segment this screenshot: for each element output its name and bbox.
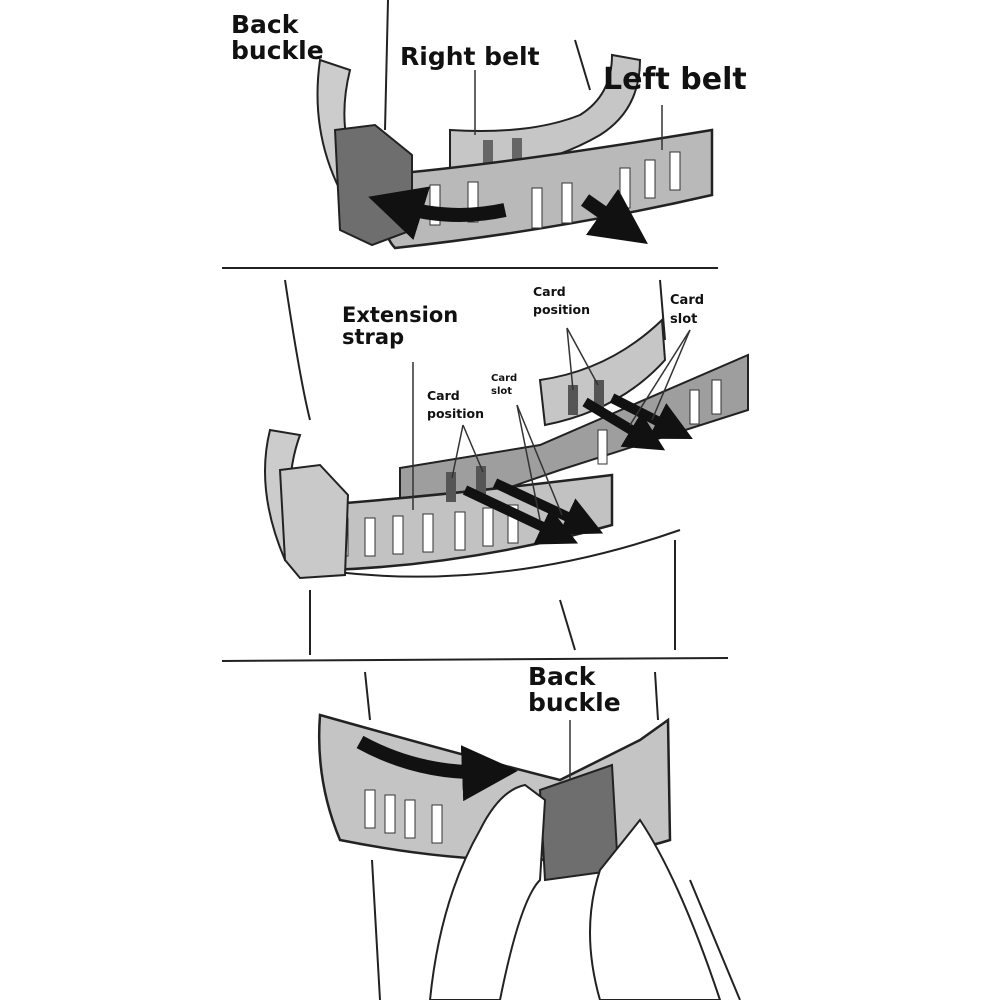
panel-2 xyxy=(264,279,749,655)
torso-outline xyxy=(284,279,676,655)
card-clips xyxy=(446,380,604,502)
label-card-position-upper: Card position xyxy=(533,284,591,318)
left-belt-slots xyxy=(429,151,681,229)
leader-lines xyxy=(412,327,691,521)
divider-2 xyxy=(221,657,729,662)
right-hand xyxy=(589,818,722,1000)
back-buckle xyxy=(278,463,350,580)
label-back-buckle-bottom: Back buckle xyxy=(528,662,621,718)
leader-lines xyxy=(474,70,663,150)
label-left-belt: Left belt xyxy=(603,62,747,97)
label-card-slot-upper: Card slot xyxy=(670,293,705,327)
belt-slots xyxy=(364,789,443,844)
label-extension-strap: Extension strap xyxy=(342,303,459,350)
arrow-right-icon xyxy=(356,735,518,802)
label-card-position-lower: Card position xyxy=(427,388,485,422)
panel-1 xyxy=(316,0,714,250)
back-buckle xyxy=(333,123,413,247)
panel-3 xyxy=(317,671,741,1000)
arrow-right-icon xyxy=(580,189,648,245)
left-hand xyxy=(428,783,547,1000)
label-card-slot-lower: Card slot xyxy=(491,373,518,397)
label-right-belt: Right belt xyxy=(400,42,540,71)
insert-arrows xyxy=(462,393,693,545)
right-belt-clips xyxy=(483,138,522,168)
arrow-left-icon xyxy=(368,186,507,241)
torso-outline xyxy=(364,671,741,1000)
torso-outline xyxy=(384,0,591,131)
label-back-buckle-top: Back buckle xyxy=(231,10,324,66)
